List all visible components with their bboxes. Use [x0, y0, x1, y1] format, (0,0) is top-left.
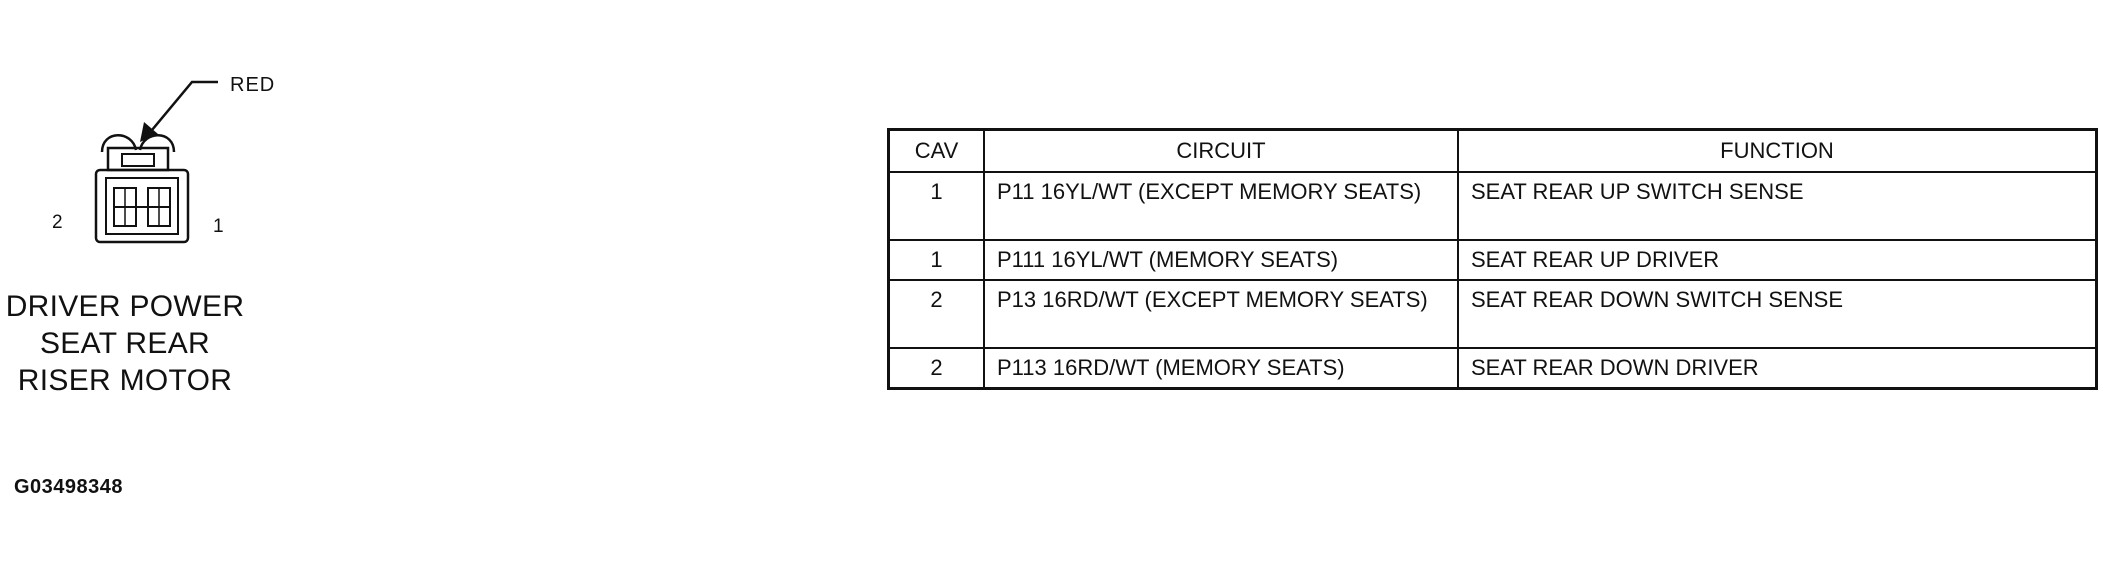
wire-color-label: RED: [230, 74, 276, 96]
cell-circuit: P111 16YL/WT (MEMORY SEATS): [983, 239, 1459, 281]
table-row: 2 P113 16RD/WT (MEMORY SEATS) SEAT REAR …: [887, 347, 2098, 390]
table-row: 1 P11 16YL/WT (EXCEPT MEMORY SEATS) SEAT…: [887, 171, 2098, 241]
cell-cav: 1: [887, 171, 985, 241]
cell-function: SEAT REAR DOWN DRIVER: [1457, 347, 2098, 390]
cell-function: SEAT REAR UP SWITCH SENSE: [1457, 171, 2098, 241]
title-line-1: DRIVER POWER: [5, 290, 245, 323]
header-circuit: CIRCUIT: [983, 128, 1459, 173]
header-cav: CAV: [887, 128, 985, 173]
cell-cav: 2: [887, 279, 985, 349]
figure-id: G03498348: [14, 476, 124, 498]
title-line-3: RISER MOTOR: [17, 364, 233, 397]
table-row: 2 P13 16RD/WT (EXCEPT MEMORY SEATS) SEAT…: [887, 279, 2098, 349]
circuit-table: CAV CIRCUIT FUNCTION 1 P11 16YL/WT (EXCE…: [887, 128, 2098, 390]
table-row: 1 P111 16YL/WT (MEMORY SEATS) SEAT REAR …: [887, 239, 2098, 281]
cell-circuit: P13 16RD/WT (EXCEPT MEMORY SEATS): [983, 279, 1459, 349]
table-header-row: CAV CIRCUIT FUNCTION: [887, 128, 2098, 173]
cell-cav: 2: [887, 347, 985, 390]
connector-diagram: RED 2 1: [40, 60, 300, 260]
cell-function: SEAT REAR UP DRIVER: [1457, 239, 2098, 281]
pin-label-left: 2: [52, 212, 63, 233]
connector-outline-icon: [94, 80, 218, 244]
cell-circuit: P113 16RD/WT (MEMORY SEATS): [983, 347, 1459, 390]
cell-cav: 1: [887, 239, 985, 281]
cell-circuit: P11 16YL/WT (EXCEPT MEMORY SEATS): [983, 171, 1459, 241]
connector-title: DRIVER POWER SEAT REAR RISER MOTOR: [0, 288, 250, 399]
cell-function: SEAT REAR DOWN SWITCH SENSE: [1457, 279, 2098, 349]
pin-label-right: 1: [213, 216, 224, 237]
header-function: FUNCTION: [1457, 128, 2098, 173]
title-line-2: SEAT REAR: [40, 327, 210, 360]
